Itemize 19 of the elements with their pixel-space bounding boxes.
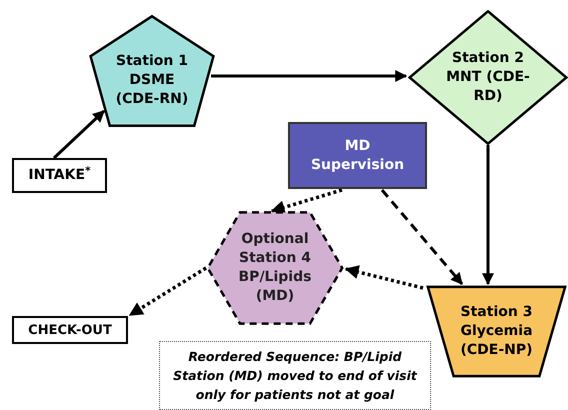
arrow	[344, 265, 424, 290]
node-label: Station 2 MNT (CDE-RD)	[445, 49, 531, 106]
node-label: Station 1 DSME (CDE-RN)	[114, 52, 190, 108]
start-box	[12, 158, 107, 193]
node-label: INTAKE$^{*}$	[28, 166, 91, 185]
supervision-box	[288, 122, 427, 189]
end-box	[12, 316, 128, 344]
note-text: Reordered Sequence: BP/Lipid Station (MD) moved to end of visit only for patients not at goal	[172, 348, 418, 404]
arrow	[128, 266, 207, 316]
node-label: MD Supervision	[310, 136, 406, 174]
arrow	[270, 188, 342, 214]
arrow	[380, 189, 464, 285]
arrow	[52, 110, 106, 160]
node-label: Station 3 Glycemia (CDE-NP)	[459, 303, 534, 360]
node-label: Optional Station 4 BP/Lipids (MD)	[238, 230, 312, 306]
arrow	[482, 145, 494, 286]
arrow	[211, 70, 408, 82]
note-box	[159, 341, 431, 410]
node-label: CHECK-OUT	[28, 322, 112, 340]
